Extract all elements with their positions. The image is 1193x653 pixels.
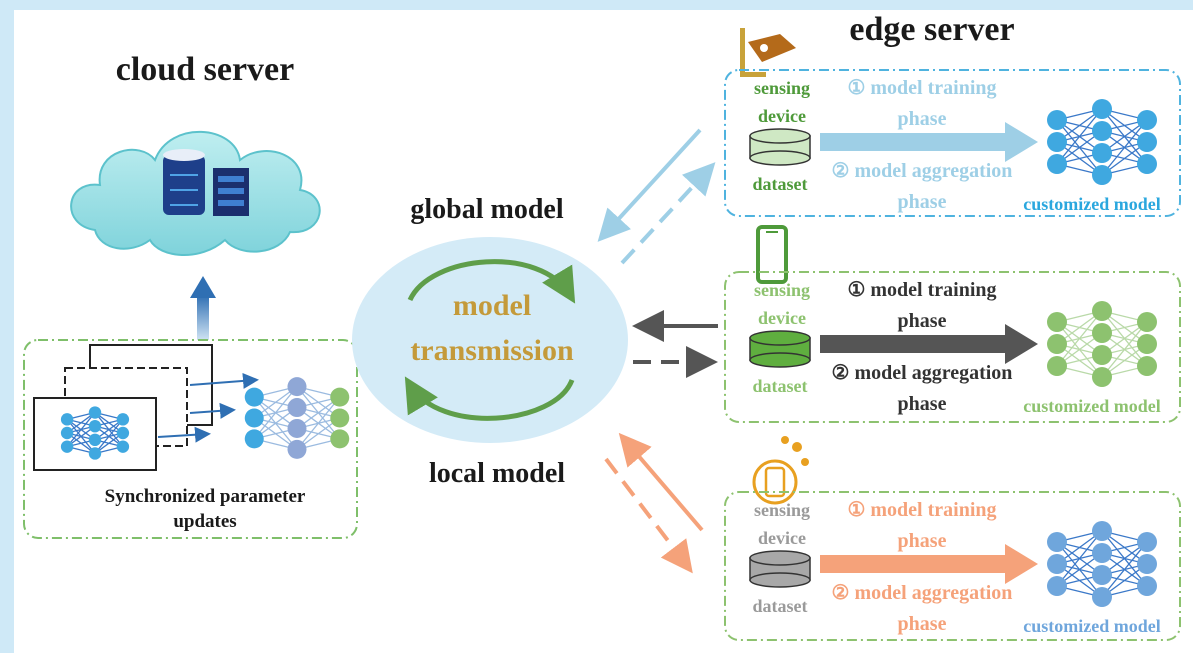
- edge-panel-border: [724, 491, 1181, 641]
- dataset-label: dataset: [753, 376, 808, 396]
- training-phase-line2: phase: [898, 108, 947, 130]
- edge-panel-border: [724, 271, 1181, 423]
- dataset-label: dataset: [753, 174, 808, 194]
- customized-model-label: customized model: [1023, 194, 1160, 214]
- middle-link-arrows: [632, 310, 718, 378]
- sensing-label-line2: device: [758, 308, 806, 328]
- sync-label-line1: Synchronized parameter: [105, 486, 306, 507]
- sync-arrows: [157, 372, 259, 443]
- training-arrow: [820, 544, 1038, 584]
- local-model-label: local model: [429, 458, 565, 489]
- sensing-label-line2: device: [758, 106, 806, 126]
- phone-icon: [756, 225, 788, 284]
- edge-panel-1: sensing device dataset ① model training phas…: [724, 69, 1181, 217]
- aggregated-network: [244, 377, 350, 459]
- sensing-label-line2: device: [758, 528, 806, 548]
- cloud-server-title: cloud server: [116, 51, 294, 88]
- aggregation-phase-line1: ② model aggregation: [832, 160, 1013, 182]
- small-network-icon: [60, 406, 130, 460]
- small-network: [60, 406, 130, 460]
- global-model-label: global model: [410, 194, 563, 225]
- dataset-icon: [749, 550, 811, 588]
- dataset-label: dataset: [753, 596, 808, 616]
- sensing-label-line1: sensing: [754, 78, 810, 98]
- aggregation-phase-line2: phase: [898, 191, 947, 213]
- customized-model-label: customized model: [1023, 616, 1160, 636]
- aggregation-phase-line1: ② model aggregation: [832, 362, 1013, 384]
- sync-label-line2: updates: [173, 511, 236, 532]
- top-link-arrows: [597, 128, 716, 265]
- sensing-label-line1: sensing: [754, 280, 810, 300]
- server-icon: [213, 168, 249, 216]
- customized-network-icon: [1047, 521, 1157, 607]
- customized-network-icon: [1047, 301, 1157, 387]
- training-arrow: [820, 122, 1038, 162]
- transmission-line2: transmission: [410, 334, 574, 367]
- transmission-line1: model: [453, 289, 531, 322]
- edge-panel-border: [724, 69, 1181, 217]
- upload-arrow: [190, 276, 216, 340]
- edge-server-title: edge server: [849, 11, 1014, 48]
- edge-panel-2: sensing device dataset ① model training phas…: [724, 271, 1181, 423]
- training-phase-line1: ① model training: [847, 499, 996, 521]
- database-icon: [163, 149, 205, 215]
- customized-model-label: customized model: [1023, 396, 1160, 416]
- sensing-label-line1: sensing: [754, 500, 810, 520]
- training-arrow: [820, 324, 1038, 364]
- edge-panel-3: sensing device dataset ① model training phas…: [724, 491, 1181, 641]
- dataset-icon: [749, 128, 811, 166]
- dataset-icon: [749, 330, 811, 368]
- training-phase-line2: phase: [898, 310, 947, 332]
- bottom-link-arrows: [604, 432, 704, 574]
- training-phase-line2: phase: [898, 530, 947, 552]
- aggregation-phase-line1: ② model aggregation: [832, 582, 1013, 604]
- cycle-arrows: [404, 259, 576, 421]
- camera-icon: [740, 28, 796, 77]
- aggregated-network-icon: [244, 377, 350, 459]
- aggregation-phase-line2: phase: [898, 393, 947, 415]
- training-phase-line1: ① model training: [847, 279, 996, 301]
- training-phase-line1: ① model training: [847, 77, 996, 99]
- aggregation-phase-line2: phase: [898, 613, 947, 635]
- customized-network-icon: [1047, 99, 1157, 185]
